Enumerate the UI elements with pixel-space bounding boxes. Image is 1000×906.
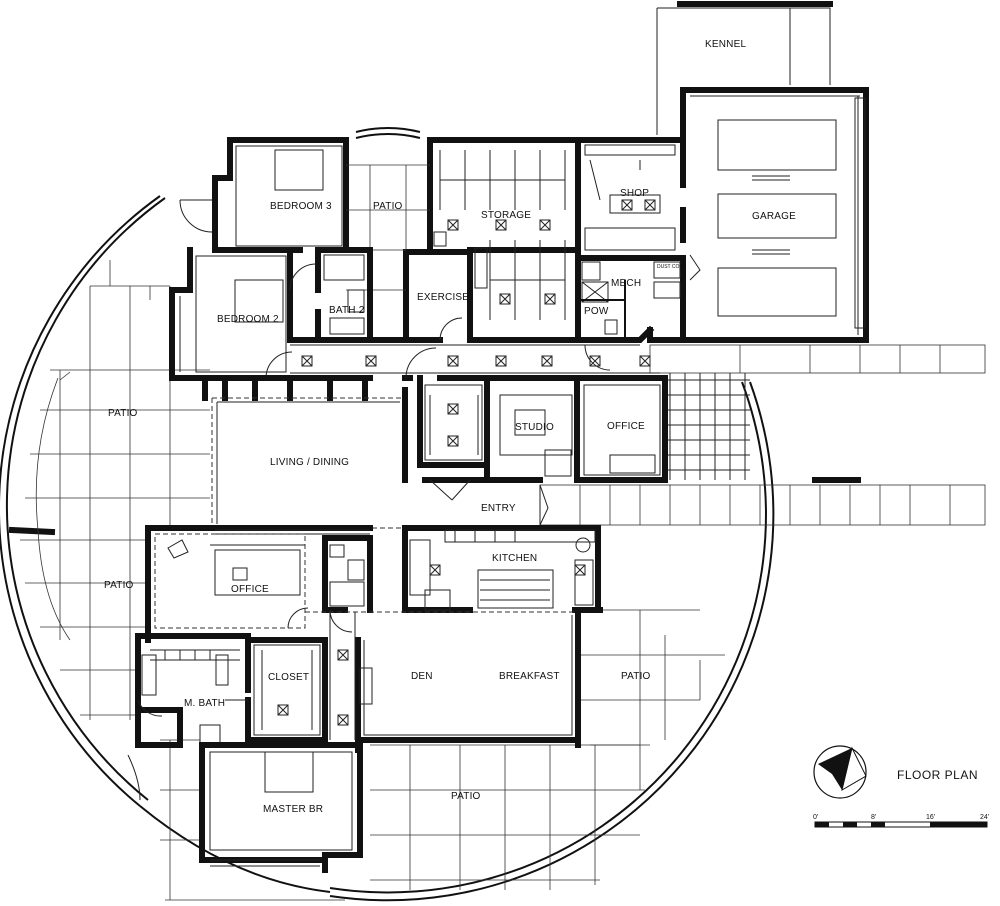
walkway-grid-east (539, 344, 986, 526)
mech-label: MECH (611, 278, 641, 289)
exercise-room (403, 249, 473, 343)
scale-tick-8: 8' (871, 814, 876, 821)
patio-grid-west (20, 260, 210, 720)
living-dining-room (202, 375, 408, 535)
shop-label: SHOP (620, 188, 649, 199)
bedroom2-label: BEDROOM 2 (217, 314, 279, 325)
storage-label: STORAGE (481, 210, 531, 221)
scale-bar: 0' 8' 16' 24' (813, 814, 989, 828)
patio-east-label: PATIO (621, 671, 651, 682)
m-bath-label: M. BATH (184, 698, 225, 709)
garage-label: GARAGE (752, 211, 796, 222)
patio-southwest-label: PATIO (104, 580, 134, 591)
office-west (145, 525, 309, 643)
breakfast-label: BREAKFAST (499, 671, 560, 682)
ceiling-markers (277, 199, 656, 726)
studio-office-east (417, 375, 668, 483)
living-dining-label: LIVING / DINING (270, 457, 349, 468)
bath2-label: BATH 2 (329, 305, 365, 316)
den-breakfast (305, 609, 581, 753)
kennel-label: KENNEL (705, 39, 746, 50)
master-bedroom (127, 742, 363, 873)
kitchen-label: KITCHEN (492, 553, 537, 564)
patio-north-label: PATIO (373, 201, 403, 212)
north-arrow (813, 745, 867, 799)
boiler-label: BOILER (603, 255, 622, 261)
bedroom3-label: BEDROOM 3 (270, 201, 332, 212)
hall-bath (322, 535, 373, 633)
closet-label: CLOSET (268, 672, 309, 683)
master-br-label: MASTER BR (263, 804, 323, 815)
entry-label: ENTRY (481, 503, 516, 514)
scale-tick-24: 24' (980, 814, 989, 821)
patio-west-label: PATIO (108, 408, 138, 419)
room-labels: KENNEL GARAGE SHOP MECH POW STORAGE EXER… (104, 39, 796, 815)
master-suite (135, 633, 328, 748)
exercise-label: EXERCISE (417, 292, 469, 303)
dust-coll-label: DUST COLL (657, 264, 685, 270)
shop-mech-pow: BOILER DUST COLL (575, 137, 686, 343)
office-west-label: OFFICE (231, 584, 269, 595)
bedroom3-bath2-wing (179, 127, 430, 343)
patio-grid-south (160, 609, 725, 901)
site-circle (0, 195, 861, 902)
pow-label: POW (584, 306, 609, 317)
kitchen-room (402, 525, 603, 613)
scale-tick-0: 0' (813, 814, 818, 821)
patio-south-label: PATIO (451, 791, 481, 802)
office-east-label: OFFICE (607, 421, 645, 432)
den-label: DEN (411, 671, 433, 682)
garage-kennel (647, 1, 869, 343)
plan-title: FLOOR PLAN (897, 768, 978, 782)
entry-hall (422, 477, 549, 526)
scale-tick-16: 16' (926, 814, 935, 821)
storage-room (427, 137, 581, 343)
studio-label: STUDIO (515, 422, 554, 433)
main-corridor (197, 325, 663, 381)
